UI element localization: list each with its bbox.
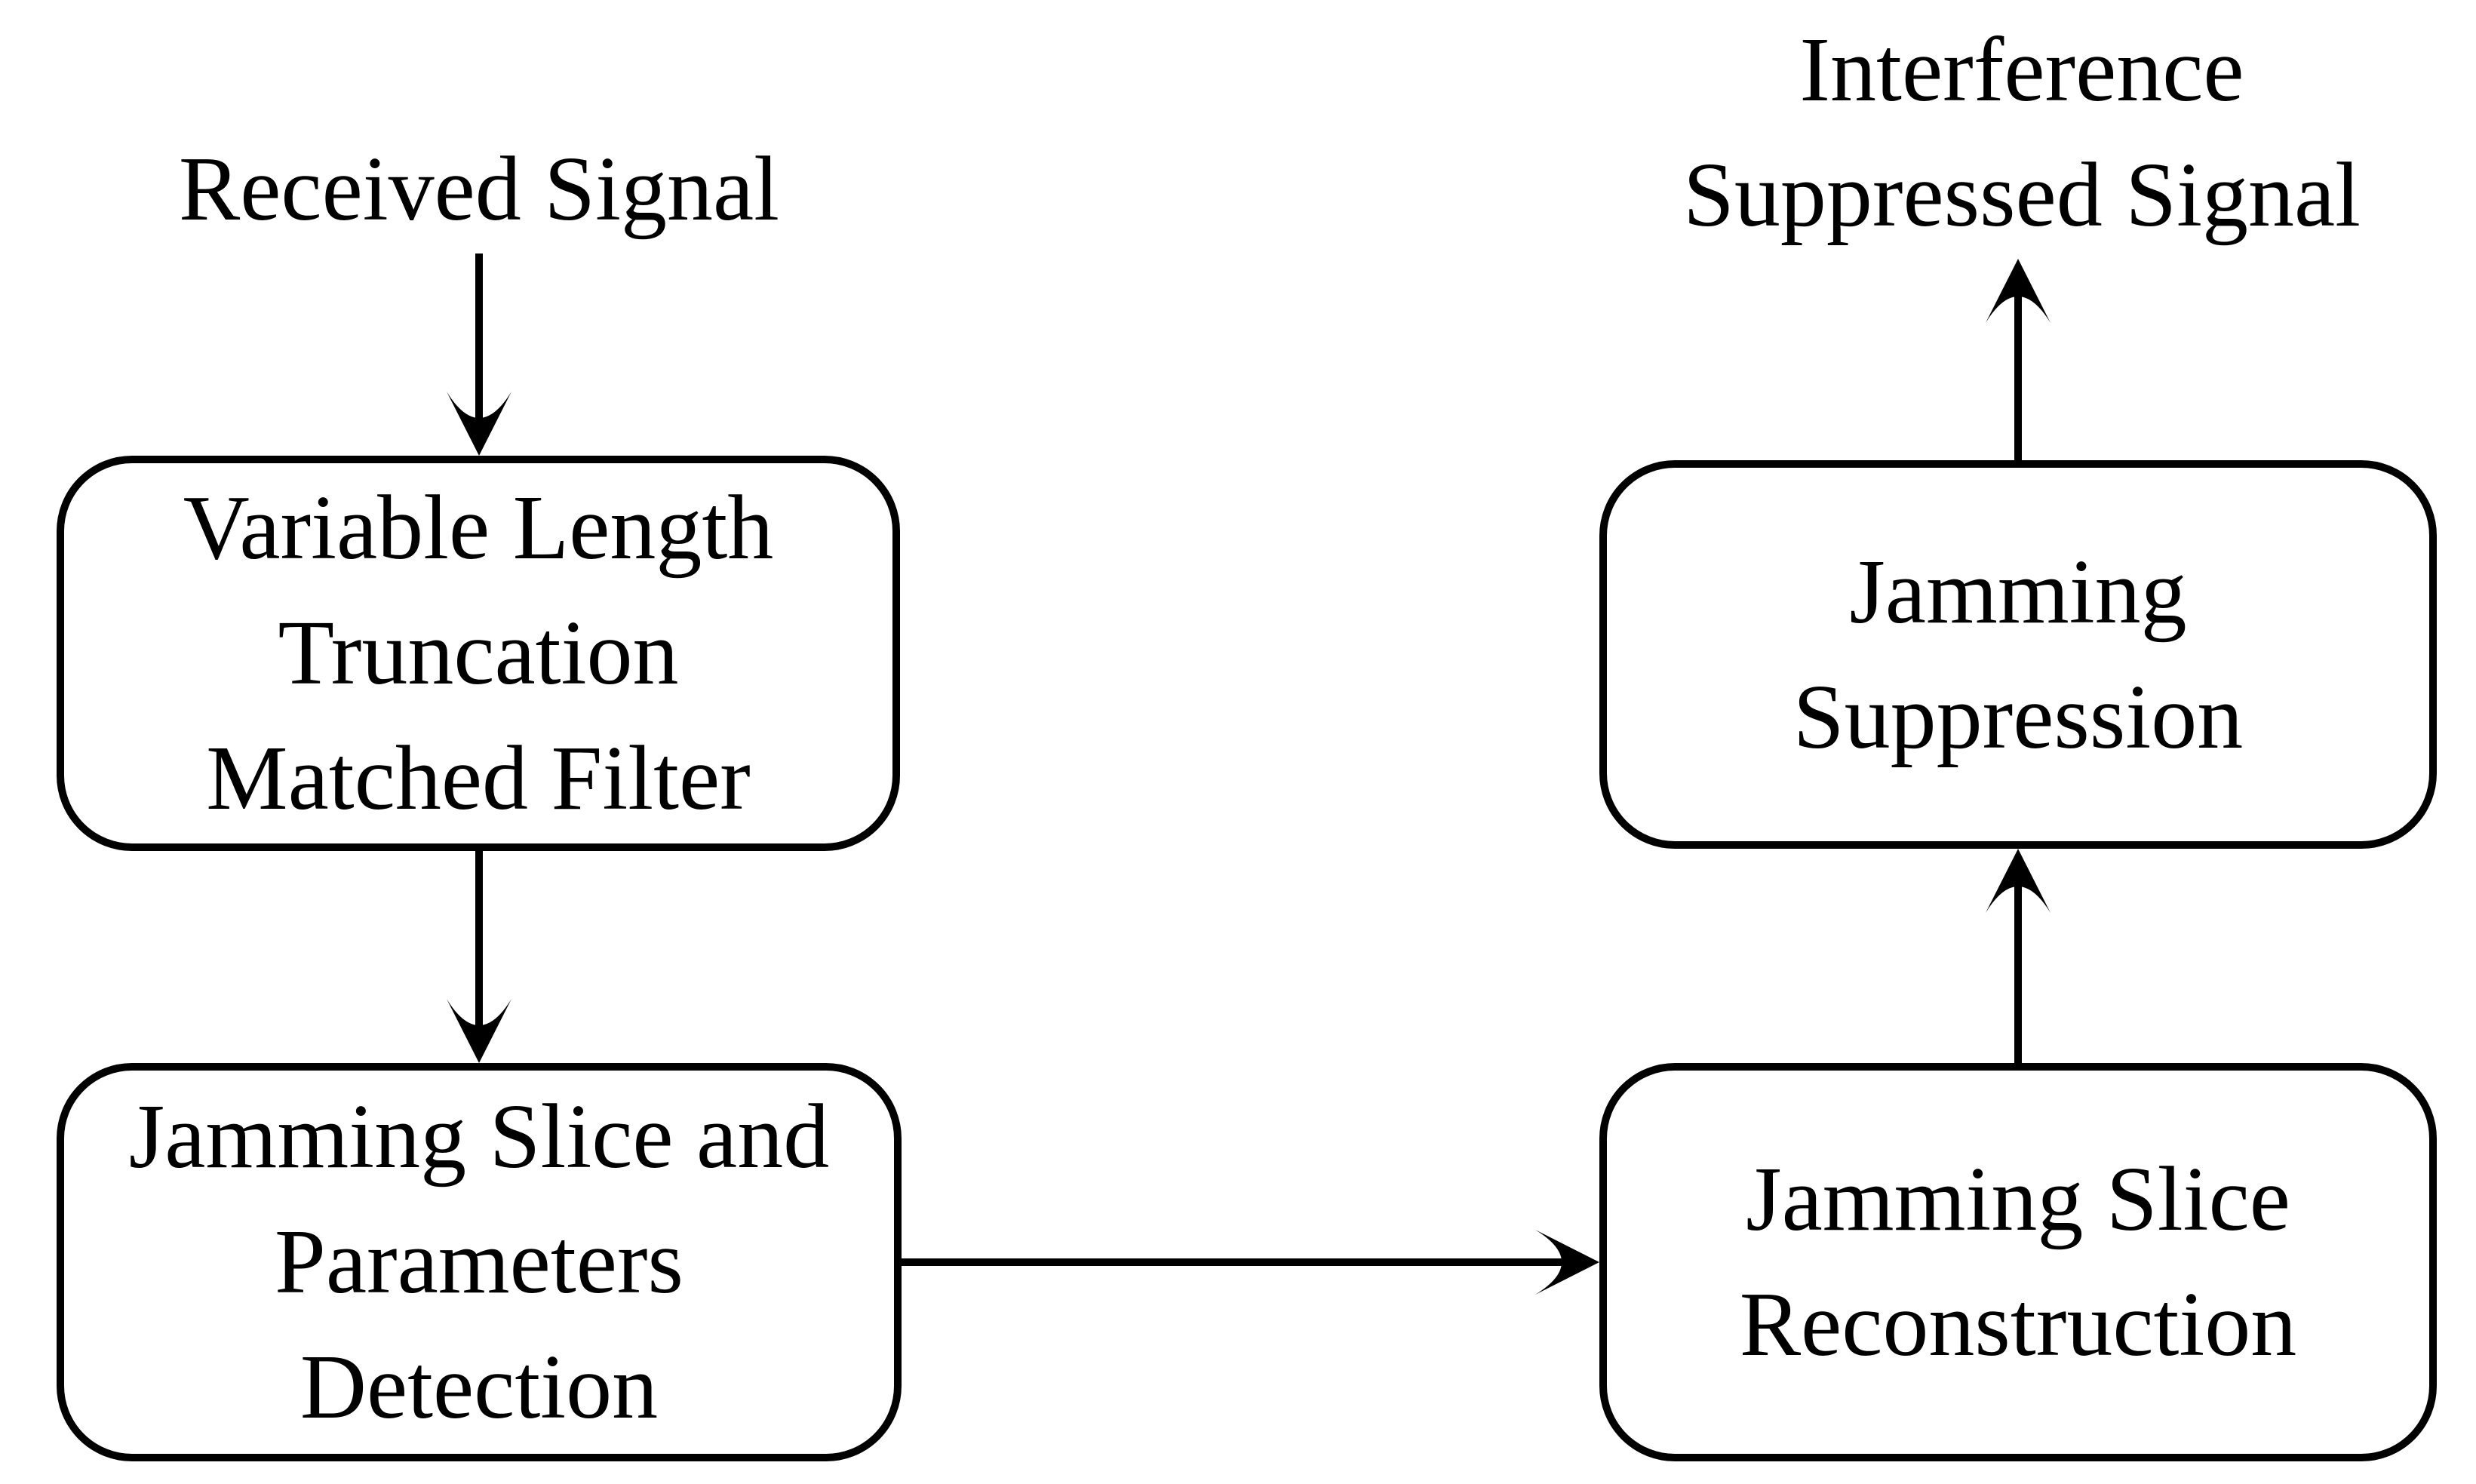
output-label-line-1: Interference: [1799, 19, 2244, 121]
arrow-head: [447, 999, 511, 1063]
arrow-matched-filter-to-detection: [447, 851, 511, 1063]
node-jamming-suppression: Jamming Suppression: [1599, 460, 2437, 849]
interference-suppressed-signal-label: Interference Suppressed Signal: [1569, 8, 2474, 258]
arrow-suppression-to-output-signal: [1986, 259, 2051, 460]
arrow-detection-to-reconstruction: [900, 1230, 1599, 1295]
node-variable-length-truncation-matched-filter: Variable Length Truncation Matched Filte…: [57, 456, 900, 851]
arrow-reconstruction-to-suppression: [1986, 849, 2051, 1063]
node-text-line: Parameters: [275, 1211, 684, 1313]
node-text-line: Reconstruction: [1739, 1274, 2297, 1375]
node-text-line: Truncation: [278, 602, 679, 705]
received-signal-label: Received Signal: [26, 127, 932, 252]
arrow-head: [447, 392, 511, 456]
node-text-line: Jamming: [1849, 540, 2187, 643]
node-text-line: Suppression: [1792, 665, 2244, 768]
node-text-line: Jamming Slice: [1746, 1148, 2290, 1251]
node-text-line: Variable Length: [183, 477, 774, 579]
received-signal-text: Received Signal: [178, 138, 780, 240]
arrow-head: [1535, 1230, 1599, 1295]
node-text-line: Detection: [300, 1335, 659, 1438]
node-jamming-slice-reconstruction: Jamming Slice Reconstruction: [1599, 1063, 2437, 1461]
node-text-line: Jamming Slice and: [128, 1086, 830, 1188]
node-jamming-slice-and-parameters-detection: Jamming Slice and Parameters Detection: [57, 1063, 902, 1461]
arrow-head: [1986, 259, 2051, 323]
arrow-head: [1986, 849, 2051, 913]
node-text-line: Matched Filter: [206, 727, 751, 829]
output-label-line-2: Suppressed Signal: [1682, 143, 2361, 246]
arrow-received-signal-to-matched-filter: [447, 253, 511, 456]
